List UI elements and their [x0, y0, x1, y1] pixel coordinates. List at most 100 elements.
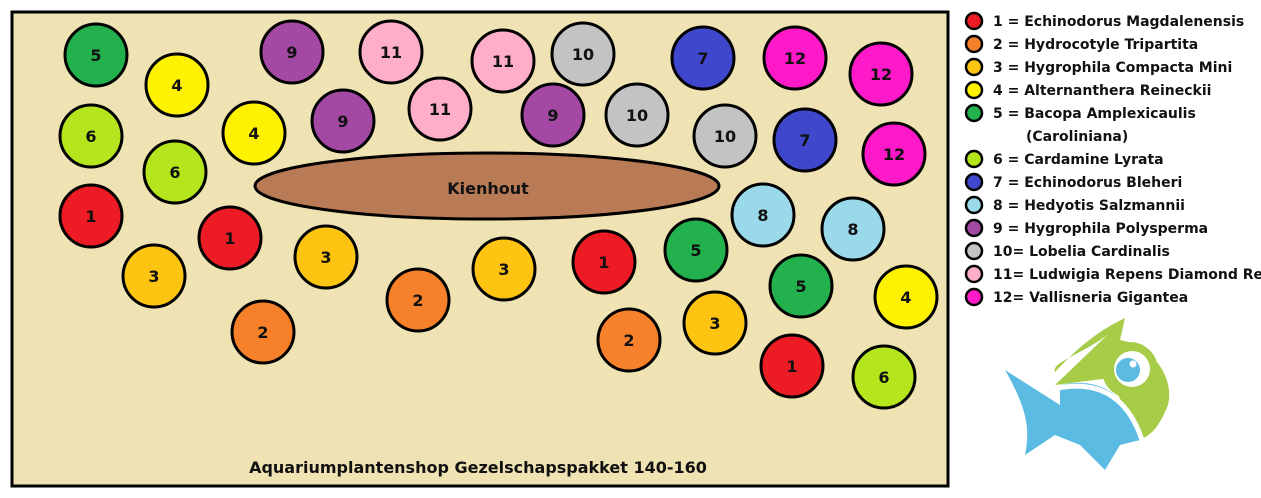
plant-circle-1: 1 [197, 205, 263, 271]
legend-label: 10= Lobelia Cardinalis [993, 244, 1170, 260]
plant-number: 2 [623, 331, 634, 350]
plant-circle-5: 5 [63, 22, 129, 88]
plant-circle-11: 11 [358, 19, 424, 85]
legend-label: 2 = Hydrocotyle Tripartita [993, 37, 1198, 53]
legend-item-8: 8 = Hedyotis Salzmannii [964, 195, 1185, 215]
plant-circle-4: 4 [221, 100, 287, 166]
plant-number: 9 [337, 112, 348, 131]
plant-circle-2: 2 [385, 267, 451, 333]
plant-marker [670, 25, 736, 91]
plant-circle-10: 10 [692, 103, 758, 169]
plant-number: 3 [498, 260, 509, 279]
plant-circle-7: 7 [670, 25, 736, 91]
plant-circle-4: 4 [144, 52, 210, 118]
legend-item-2: 2 = Hydrocotyle Tripartita [964, 34, 1198, 54]
legend-item-11: 11= Ludwigia Repens Diamond Red [964, 264, 1261, 284]
plant-circle-11: 11 [407, 76, 473, 142]
plant-marker [759, 333, 825, 399]
legend-item-9: 9 = Hygrophila Polysperma [964, 218, 1208, 238]
plant-number: 11 [429, 100, 451, 119]
plant-circle-9: 9 [310, 88, 376, 154]
legend-item-6: 6 = Cardamine Lyrata [964, 149, 1164, 169]
plant-marker [768, 253, 834, 319]
plant-marker [604, 82, 670, 148]
plant-number: 11 [380, 43, 402, 62]
plant-marker [221, 100, 287, 166]
plant-number: 6 [169, 163, 180, 182]
plant-marker [772, 107, 838, 173]
plant-marker [144, 52, 210, 118]
plant-circle-6: 6 [58, 103, 124, 169]
legend-swatch [964, 57, 984, 77]
plant-number: 7 [697, 49, 708, 68]
plant-marker [663, 217, 729, 283]
plant-marker [58, 183, 124, 249]
diagram-title: Aquariumplantenshop Gezelschapspakket 14… [249, 458, 707, 477]
plant-marker [385, 267, 451, 333]
plant-circle-10: 10 [604, 82, 670, 148]
plant-circle-1: 1 [759, 333, 825, 399]
plant-number: 12 [883, 145, 905, 164]
plant-marker [571, 229, 637, 295]
plant-circle-5: 5 [768, 253, 834, 319]
plant-circle-2: 2 [596, 307, 662, 373]
plant-circle-1: 1 [571, 229, 637, 295]
plant-marker [121, 243, 187, 309]
kienhout-driftwood: Kienhout [253, 151, 721, 221]
plant-number: 2 [412, 291, 423, 310]
legend-label: 9 = Hygrophila Polysperma [993, 221, 1208, 237]
plant-circle-7: 7 [772, 107, 838, 173]
legend-item-1: 1 = Echinodorus Magdalenensis [964, 11, 1244, 31]
fish-logo [1005, 318, 1170, 470]
legend-item-7: 7 = Echinodorus Bleheri [964, 172, 1182, 192]
plant-number: 4 [248, 124, 259, 143]
plant-circle-8: 8 [820, 196, 886, 262]
plant-marker [197, 205, 263, 271]
plant-number: 5 [690, 241, 701, 260]
plant-number: 5 [90, 46, 101, 65]
plant-number: 10 [626, 106, 648, 125]
plant-marker [682, 290, 748, 356]
plant-marker [550, 21, 616, 87]
plant-number: 3 [320, 248, 331, 267]
plant-marker [230, 299, 296, 365]
plant-number: 12 [784, 49, 806, 68]
plant-marker [762, 25, 828, 91]
plant-marker [63, 22, 129, 88]
legend-label: 3 = Hygrophila Compacta Mini [993, 60, 1232, 76]
legend-item-5: 5 = Bacopa Amplexicaulis(Caroliniana) [964, 103, 1196, 145]
plant-circle-4: 4 [873, 264, 939, 330]
plant-number: 5 [795, 277, 806, 296]
legend-label: 7 = Echinodorus Bleheri [993, 175, 1182, 191]
plant-circle-3: 3 [293, 224, 359, 290]
legend-swatch [964, 287, 984, 307]
plant-number: 1 [85, 207, 96, 226]
plant-marker [820, 196, 886, 262]
plant-circle-9: 9 [259, 19, 325, 85]
legend-swatch [964, 218, 984, 238]
legend-item-12: 12= Vallisneria Gigantea [964, 287, 1188, 307]
plant-circle-10: 10 [550, 21, 616, 87]
legend-label: 8 = Hedyotis Salzmannii [993, 198, 1185, 214]
legend-swatch [964, 34, 984, 54]
plant-number: 12 [870, 65, 892, 84]
plant-marker [407, 76, 473, 142]
legend-item-10: 10= Lobelia Cardinalis [964, 241, 1170, 261]
plant-circle-6: 6 [851, 344, 917, 410]
plant-number: 11 [492, 52, 514, 71]
legend-swatch [964, 11, 984, 31]
plant-circle-3: 3 [682, 290, 748, 356]
plant-circle-1: 1 [58, 183, 124, 249]
plant-marker [58, 103, 124, 169]
plant-number: 6 [878, 368, 889, 387]
plant-number: 10 [714, 127, 736, 146]
legend-label: 6 = Cardamine Lyrata [993, 152, 1164, 168]
plant-circle-3: 3 [121, 243, 187, 309]
plant-marker [259, 19, 325, 85]
plant-number: 8 [847, 220, 858, 239]
plant-number: 2 [257, 323, 268, 342]
plant-marker [596, 307, 662, 373]
kienhout-label: Kienhout [447, 179, 529, 198]
plant-marker [861, 121, 927, 187]
plant-number: 4 [900, 288, 911, 307]
